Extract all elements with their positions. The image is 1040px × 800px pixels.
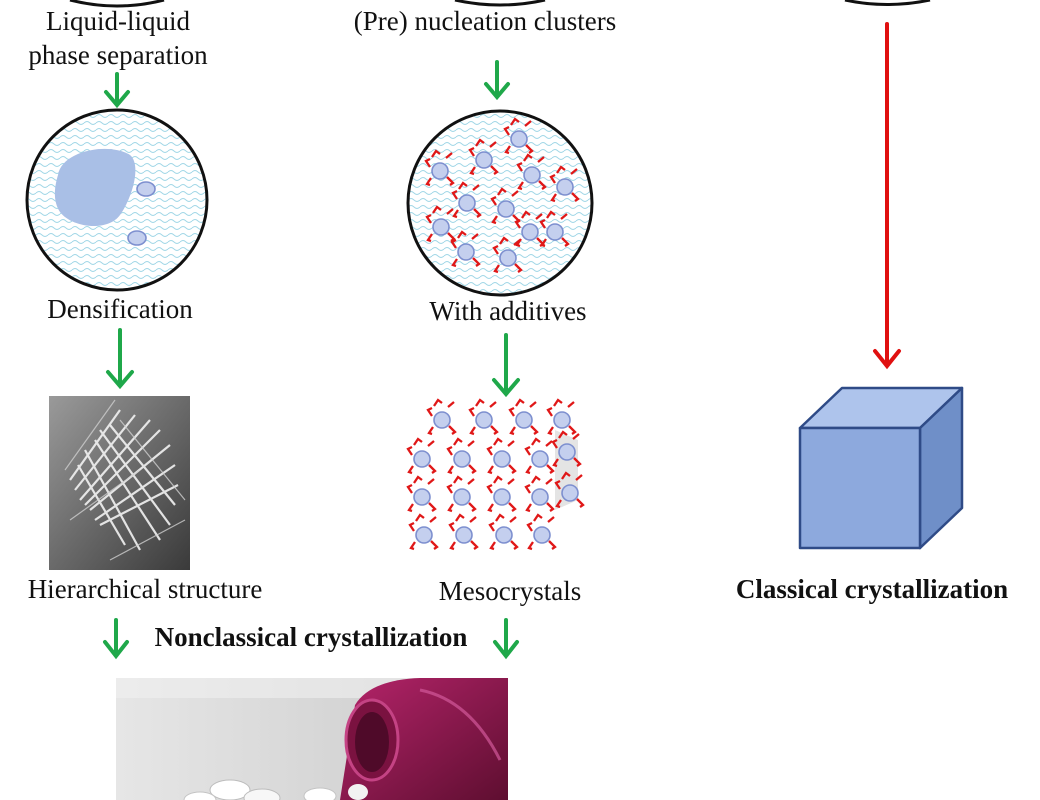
classical-crystal-cube bbox=[798, 386, 964, 550]
green-arrow-prenucleation-additives bbox=[484, 60, 510, 101]
green-arrow-mesocrystals-nonclassical bbox=[493, 618, 519, 660]
prenucleation-label: (Pre) nucleation clusters bbox=[353, 6, 617, 36]
densification-circle bbox=[25, 108, 209, 292]
small-droplet bbox=[127, 230, 147, 246]
densification-label: Densification bbox=[47, 294, 193, 324]
small-droplet bbox=[136, 181, 156, 197]
top-left-circle-edge bbox=[69, 0, 165, 8]
red-arrow-classical bbox=[873, 22, 901, 370]
nonclassical-label: Nonclassical crystallization bbox=[154, 622, 468, 652]
mesocrystals-illustration bbox=[406, 398, 585, 551]
top-middle-circle-edge bbox=[454, 0, 546, 7]
green-arrow-llps-densification bbox=[104, 72, 130, 109]
additives-circle bbox=[406, 109, 594, 297]
classical-label: Classical crystallization bbox=[735, 574, 1009, 604]
green-arrow-hierarchical-nonclassical bbox=[103, 618, 129, 660]
pill-bottle-photo bbox=[116, 678, 508, 800]
dense-droplet bbox=[54, 148, 136, 227]
llps-label-line1: Liquid-liquid bbox=[46, 6, 190, 36]
hierarchical-label: Hierarchical structure bbox=[27, 574, 263, 604]
llps-label-line2: phase separation bbox=[28, 40, 208, 70]
top-right-circle-edge bbox=[844, 0, 931, 6]
with-additives-label: With additives bbox=[429, 296, 587, 326]
mesocrystals-label: Mesocrystals bbox=[438, 576, 582, 606]
green-arrow-additives-mesocrystals bbox=[492, 333, 520, 398]
green-arrow-densification-hierarchical bbox=[106, 328, 134, 390]
sem-hierarchical-image bbox=[49, 396, 190, 570]
